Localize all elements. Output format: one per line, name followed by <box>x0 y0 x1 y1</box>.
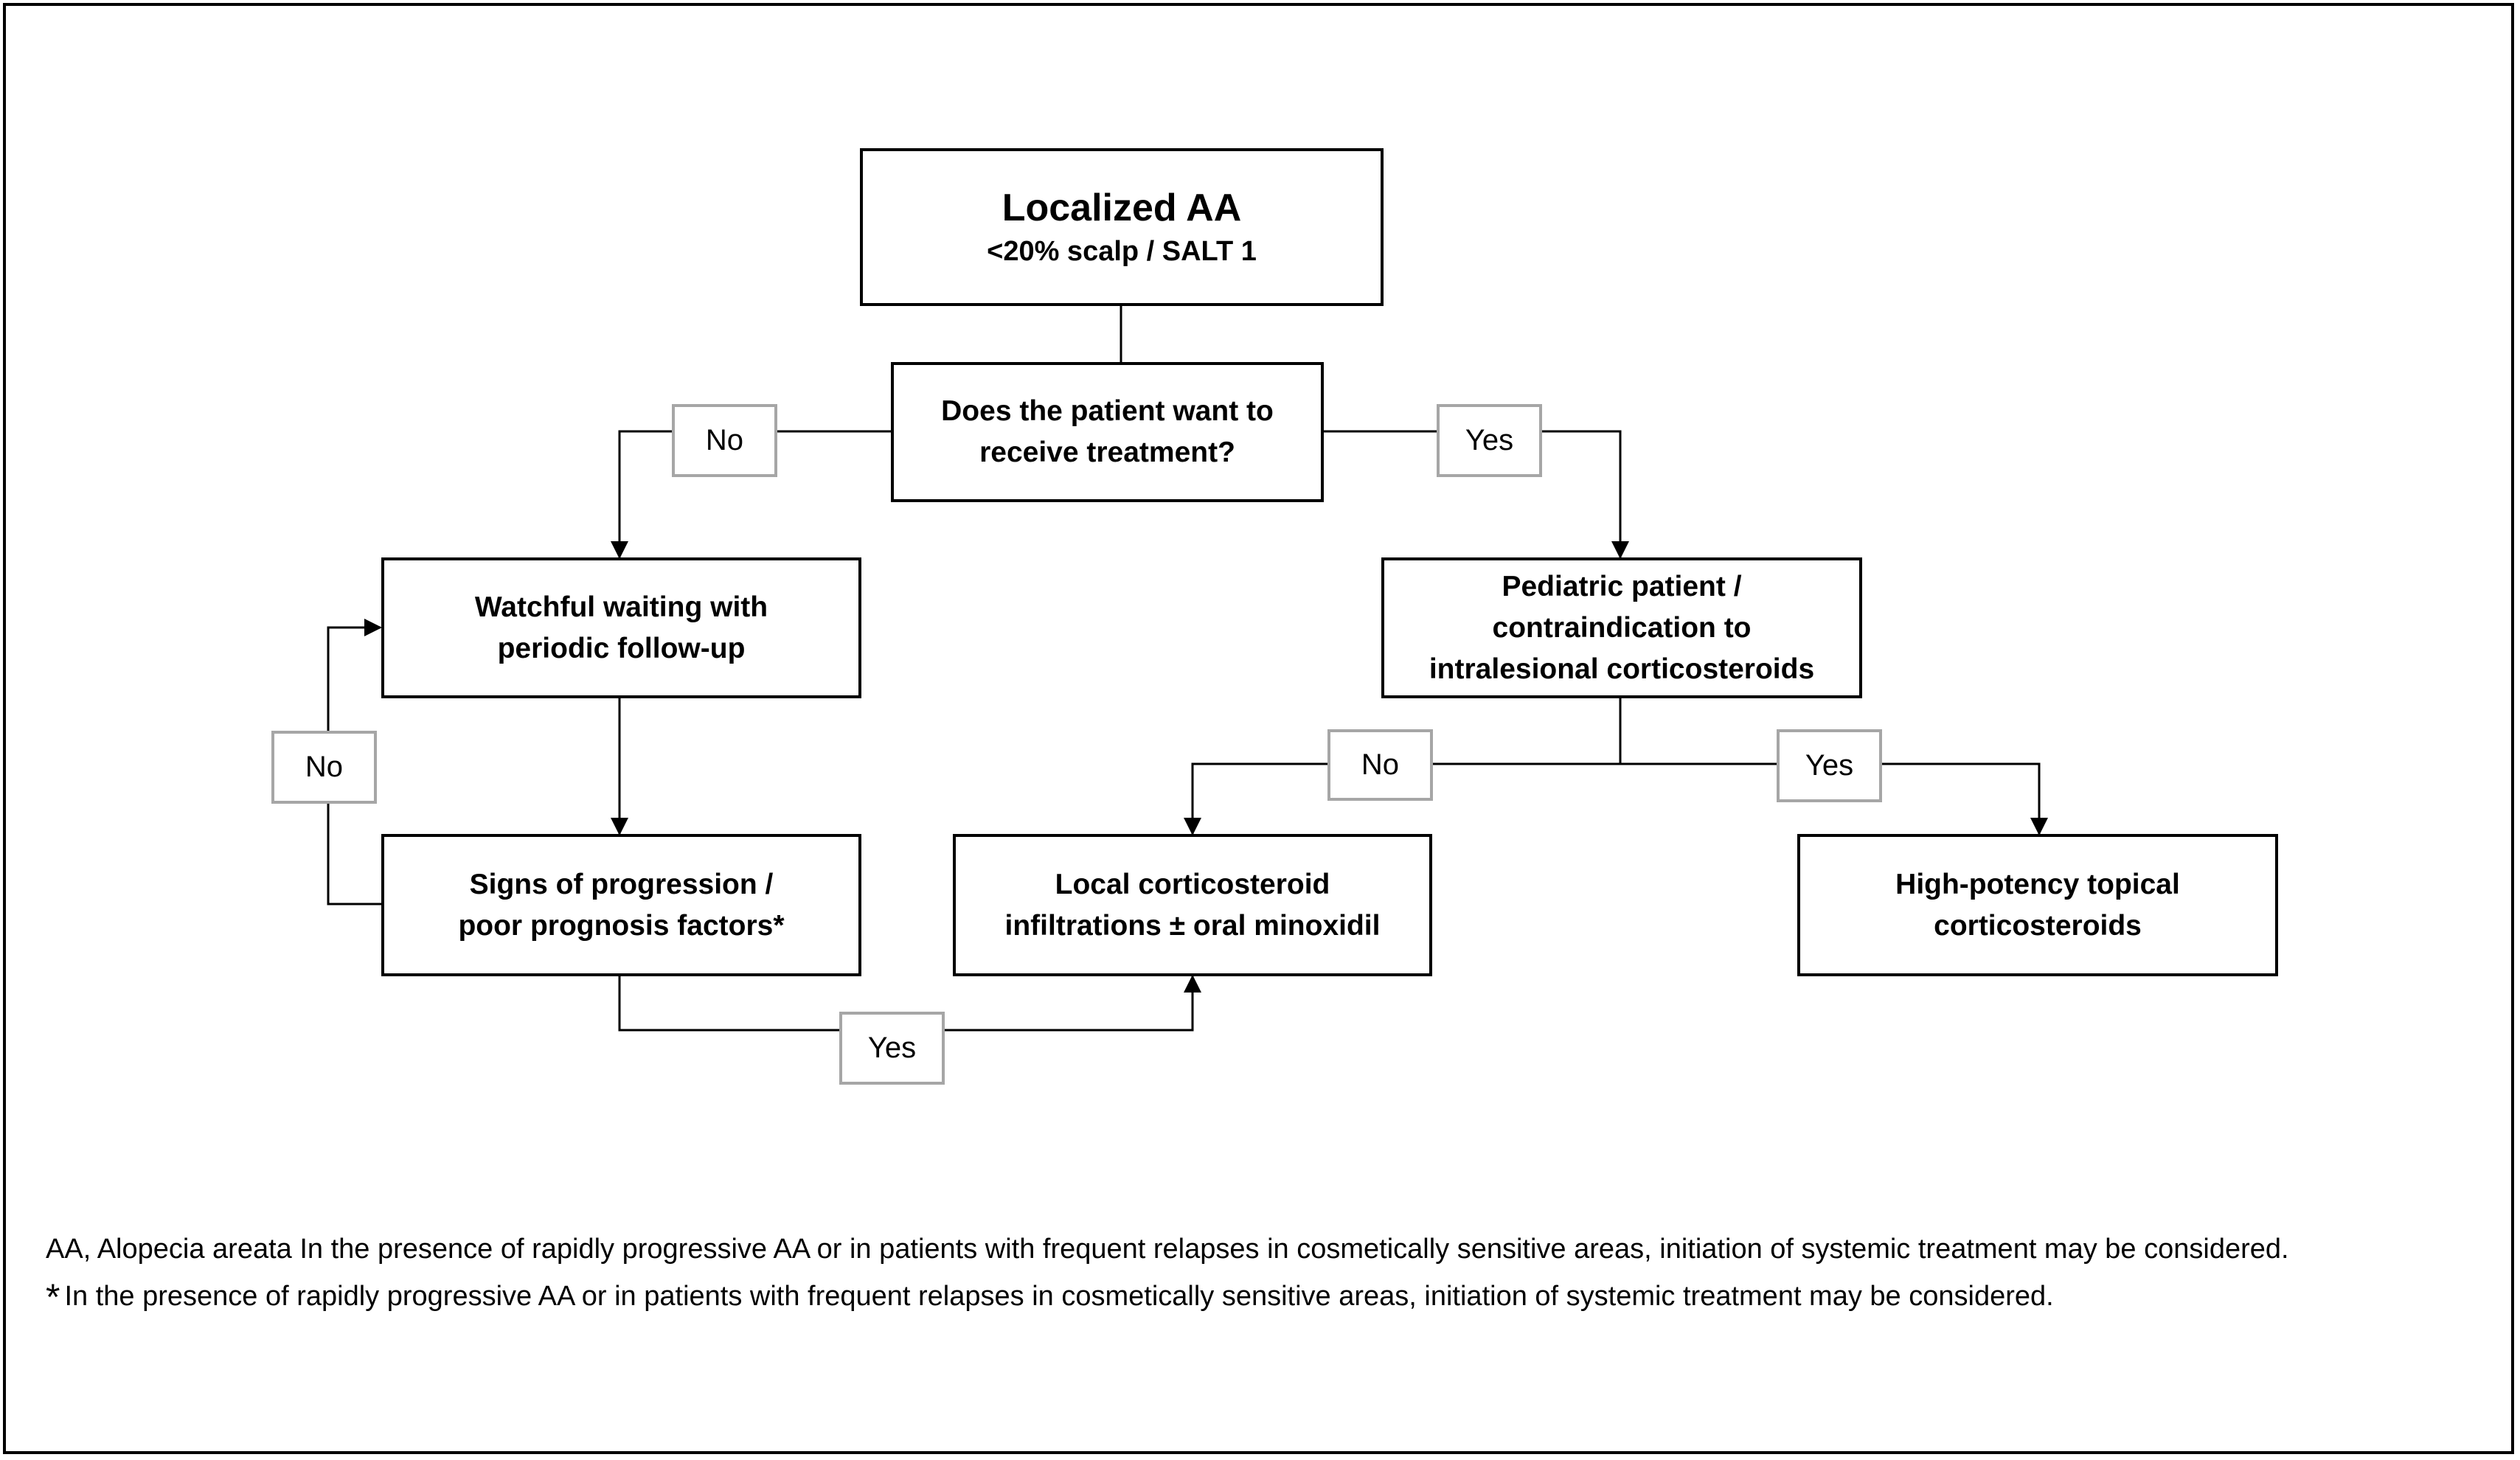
local-line-1: Local corticosteroid <box>1055 868 1330 900</box>
no-label-loop: No <box>271 731 377 804</box>
abbreviation-text: AA, Alopecia areata <box>46 1234 292 1265</box>
no-branch-arrow <box>611 430 892 559</box>
yes-label-progression: Yes <box>839 1012 945 1085</box>
footnote-line-2: In the presence of rapidly progressive A… <box>64 1281 2054 1312</box>
watchful-line-1: Watchful waiting with <box>474 591 768 623</box>
yes-label-treatment: Yes <box>1437 404 1542 477</box>
progression-signs-box: Signs of progression / poor prognosis fa… <box>381 834 861 976</box>
pediatric-line-2: contraindication to <box>1492 611 1752 644</box>
question-line-1: Does the patient want to <box>941 395 1274 427</box>
localized-aa-title: Localized AA <box>1002 187 1242 229</box>
localized-aa-subtitle: <20% scalp / SALT 1 <box>987 236 1257 267</box>
progression-line-2: poor prognosis factors* <box>458 909 785 942</box>
asterisk-mark: * <box>46 1276 60 1318</box>
figure-frame <box>3 3 2514 1454</box>
no-label-pediatric: No <box>1327 729 1433 801</box>
pediatric-line-1: Pediatric patient / <box>1502 570 1742 602</box>
watchful-waiting-box: Watchful waiting with periodic follow-up <box>381 557 861 698</box>
pediatric-no-arrow <box>1184 762 1620 835</box>
topical-line-1: High-potency topical <box>1895 868 2180 900</box>
pediatric-patient-box: Pediatric patient / contraindication to … <box>1381 557 1862 698</box>
question-line-2: receive treatment? <box>979 437 1235 468</box>
pediatric-yes-arrow <box>1620 762 2048 835</box>
progression-line-1: Signs of progression / <box>469 868 774 900</box>
watchful-line-2: periodic follow-up <box>497 632 746 664</box>
localized-aa-box: Localized AA <20% scalp / SALT 1 <box>860 148 1384 306</box>
footnote-abbreviation: AA, Alopecia areata In the presence of r… <box>46 1234 2289 1265</box>
no-label-treatment: No <box>672 404 777 477</box>
treatment-question-box: Does the patient want to receive treatme… <box>891 362 1324 502</box>
yes-branch-arrow <box>1322 430 1629 559</box>
local-corticosteroid-box: Local corticosteroid infiltrations ± ora… <box>953 834 1432 976</box>
footnote-asterisk: *In the presence of rapidly progressive … <box>46 1276 2054 1318</box>
yes-label-pediatric: Yes <box>1777 729 1882 802</box>
local-line-2: infiltrations ± oral minoxidil <box>1004 909 1381 942</box>
pediatric-line-3: intralesional corticosteroids <box>1429 653 1815 685</box>
footnote-line-1: In the presence of rapidly progressive A… <box>299 1234 2289 1265</box>
topical-line-2: corticosteroids <box>1934 909 2142 942</box>
topical-corticosteroids-box: High-potency topical corticosteroids <box>1797 834 2278 976</box>
